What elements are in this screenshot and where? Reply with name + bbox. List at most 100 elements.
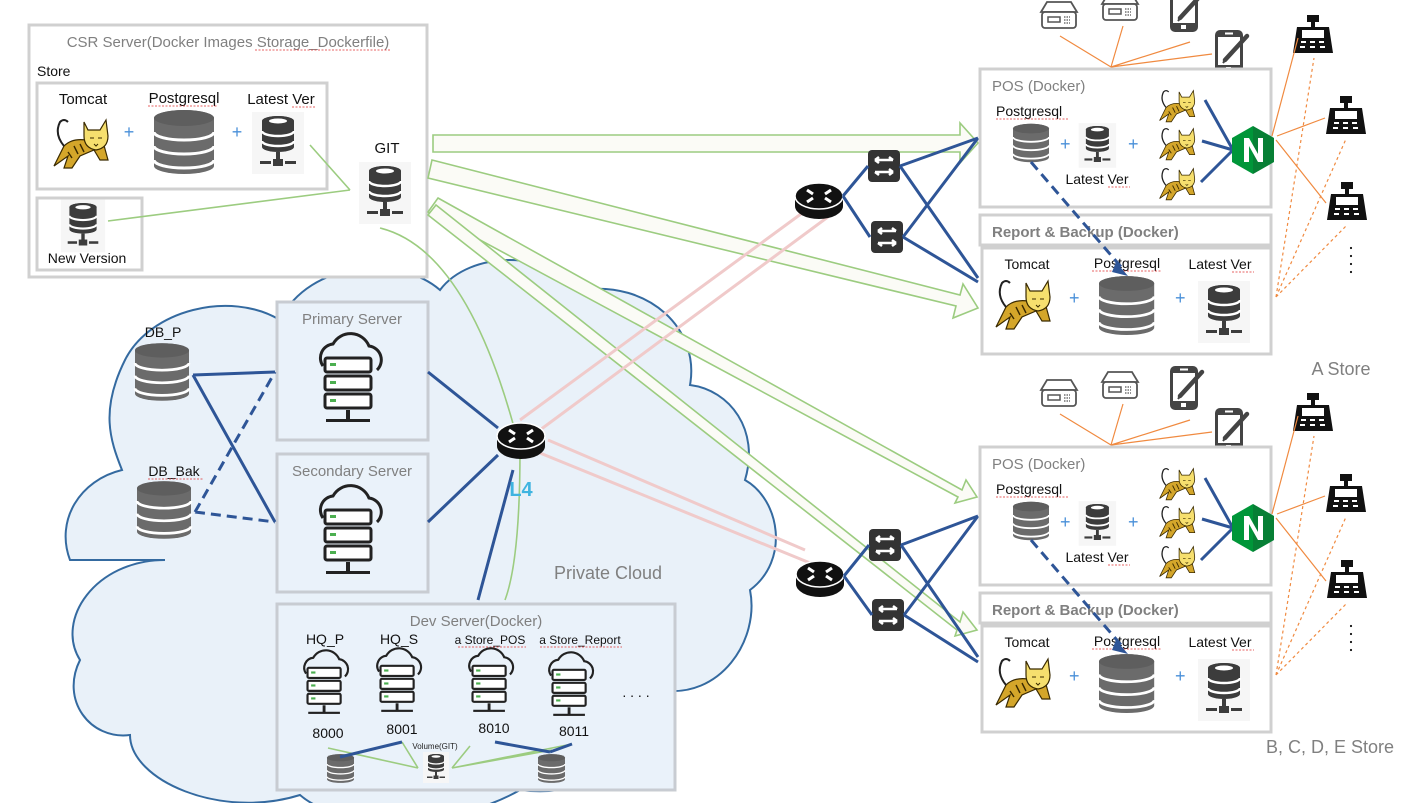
ellipsis-dot — [1349, 246, 1353, 250]
new-version-label: New Version — [48, 250, 127, 266]
volume-server-icon — [422, 751, 450, 784]
plus-sign: + — [1175, 288, 1186, 308]
deploy-arrow-pos-b — [426, 196, 979, 505]
switch-icon — [869, 219, 905, 255]
more-instances: . . . . — [622, 684, 649, 700]
store-label: Store — [37, 63, 71, 79]
dev-instance: a Store_Report 8011 — [539, 633, 622, 739]
ellipsis-dot — [1349, 648, 1353, 652]
report-header — [978, 213, 1273, 247]
scale-device-icon — [1101, 0, 1139, 21]
csr-server-title: CSR Server(Docker Images Storage_Dockerf… — [67, 34, 390, 51]
scale-device-icon — [1040, 379, 1078, 407]
pos-database-icon — [1012, 122, 1050, 164]
pos-db-label: Postgresql — [996, 103, 1062, 119]
dev-instance: a Store_POS 8010 — [455, 633, 526, 736]
plus-sign: + — [1175, 666, 1186, 686]
server-cluster: Primary Server Secondary Server DB_P DB_… — [133, 300, 515, 601]
store-b: POS (Docker)Postgresql++Latest VerReport… — [978, 366, 1394, 757]
network-b — [794, 514, 980, 664]
deploy-arrow-report-b — [426, 203, 979, 638]
secondary-server-label: Secondary Server — [292, 463, 412, 480]
plus-sign: + — [124, 122, 135, 142]
cash-register-icon — [1327, 182, 1367, 220]
git-server-icon — [357, 160, 413, 226]
report-database-icon — [1097, 652, 1156, 715]
dev-instance-port: 8010 — [478, 720, 509, 736]
cash-register-icon — [1327, 560, 1367, 598]
new-version-server-icon — [59, 198, 107, 254]
private-cloud-label: Private Cloud — [554, 563, 662, 583]
ellipsis-dot — [1349, 262, 1353, 266]
ellipsis-dot — [1349, 624, 1353, 628]
dev-instance: HQ_S 8001 — [376, 631, 423, 737]
pos-latest-server-icon — [1077, 122, 1118, 169]
pos-latest-label: Latest Ver — [1065, 549, 1128, 565]
dev-instance-port: 8000 — [312, 725, 343, 741]
deploy-arrows — [379, 120, 980, 638]
tablet-pen-icon — [1215, 30, 1247, 74]
deploy-arrow-pos-a — [432, 120, 980, 166]
l4-load-balancer: L4 Private Cloud — [495, 421, 662, 583]
pos-latest-label: Latest Ver — [1065, 171, 1128, 187]
store-b-label: B, C, D, E Store — [1266, 737, 1394, 757]
postgresql-label: Postgresql — [149, 90, 220, 107]
store-a-label: A Store — [1311, 359, 1370, 379]
ellipsis-dot — [1349, 254, 1353, 258]
router-icon — [793, 181, 845, 221]
router-icon — [794, 559, 846, 599]
pos-database-icon — [1012, 500, 1050, 542]
plus-sign: + — [1069, 288, 1080, 308]
switch-icon — [870, 597, 906, 633]
ellipsis-dot — [1349, 632, 1353, 636]
switch-icon — [867, 527, 903, 563]
cash-register-icon — [1293, 15, 1333, 53]
deploy-arrow-report-a — [427, 159, 980, 320]
plus-sign: + — [1069, 666, 1080, 686]
report-latest-label: Latest Ver — [1188, 634, 1251, 650]
dev-db-icon — [537, 753, 566, 784]
cash-register-icon — [1326, 96, 1366, 134]
report-header — [978, 591, 1273, 625]
report-latest-label: Latest Ver — [1188, 256, 1251, 272]
dev-instance-name: a Store_Report — [539, 633, 621, 647]
cash-register-icon — [1326, 474, 1366, 512]
db-backup-label: DB_Bak — [148, 463, 200, 479]
plus-sign: + — [1060, 134, 1071, 154]
db-primary-icon — [133, 341, 191, 403]
tablet-pen-icon — [1170, 0, 1202, 32]
dev-instance-name: HQ_S — [380, 631, 418, 647]
latest-ver-label: Latest Ver — [247, 91, 315, 108]
git-label: GIT — [375, 140, 400, 157]
dev-instance-name: HQ_P — [306, 631, 344, 647]
ellipsis-dot — [1349, 640, 1353, 644]
l4-label: L4 — [509, 479, 533, 501]
network-a — [793, 136, 980, 284]
pos-title: POS (Docker) — [992, 456, 1085, 473]
db-backup-icon — [135, 479, 193, 541]
dev-instance-name: a Store_POS — [455, 633, 526, 647]
dev-instance-port: 8011 — [559, 723, 589, 739]
pos-latest-server-icon — [1077, 500, 1118, 547]
store-a: POS (Docker)Postgresql++Latest VerReport… — [978, 0, 1371, 379]
volume-label: Volume(GIT) — [412, 742, 458, 751]
report-latest-server-icon — [1196, 657, 1252, 723]
pos-db-label: Postgresql — [996, 481, 1062, 497]
report-postgresql-label: Postgresql — [1094, 255, 1160, 271]
pos-title: POS (Docker) — [992, 78, 1085, 95]
report-postgresql-label: Postgresql — [1094, 633, 1160, 649]
scale-device-icon — [1101, 371, 1139, 399]
report-title: Report & Backup (Docker) — [992, 224, 1179, 241]
cash-register-icon — [1293, 393, 1333, 431]
plus-sign: + — [1128, 512, 1139, 532]
report-tomcat-label: Tomcat — [1004, 634, 1049, 650]
database-server-icon — [250, 110, 306, 176]
report-tomcat-label: Tomcat — [1004, 256, 1049, 272]
scale-device-icon — [1040, 1, 1078, 29]
tablet-pen-icon — [1215, 408, 1247, 452]
dev-instance-port: 8001 — [386, 721, 417, 737]
report-latest-server-icon — [1196, 279, 1252, 345]
tablet-pen-icon — [1170, 366, 1202, 410]
csr-server: CSR Server(Docker Images Storage_Dockerf… — [27, 23, 429, 279]
